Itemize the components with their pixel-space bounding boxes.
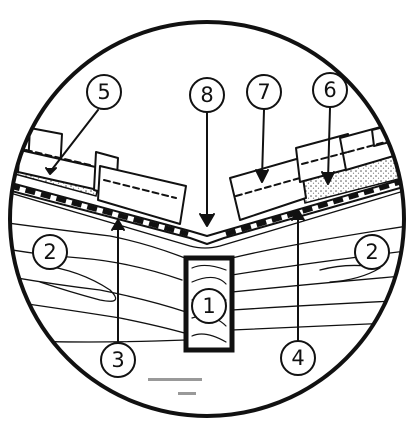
svg-text:1: 1 <box>202 294 215 318</box>
section-drawing <box>10 107 404 395</box>
callout-8: 8 <box>189 77 225 113</box>
svg-text:4: 4 <box>291 346 304 370</box>
svg-text:5: 5 <box>97 80 110 104</box>
callout-5: 5 <box>86 74 122 110</box>
illegible-scribble <box>148 378 202 395</box>
svg-text:8: 8 <box>200 83 213 107</box>
svg-text:2: 2 <box>365 240 378 264</box>
callout-1: 1 <box>191 288 227 324</box>
underlay-layers <box>10 175 404 245</box>
callout-3: 3 <box>100 342 136 378</box>
svg-text:2: 2 <box>43 240 56 264</box>
svg-text:6: 6 <box>323 78 336 102</box>
callout-7: 7 <box>246 74 282 110</box>
callouts: 5 8 7 6 2 2 1 3 <box>32 72 390 378</box>
callout-2-left: 2 <box>32 234 68 270</box>
svg-text:7: 7 <box>257 80 270 104</box>
callout-6: 6 <box>312 72 348 108</box>
leader-lines <box>45 107 335 347</box>
left-tiles <box>17 127 187 225</box>
callout-4: 4 <box>280 340 316 376</box>
callout-2-right: 2 <box>354 234 390 270</box>
svg-text:3: 3 <box>111 348 124 372</box>
valley-arrow <box>199 111 215 227</box>
battens-row <box>10 178 404 237</box>
detail-circle <box>8 20 406 418</box>
